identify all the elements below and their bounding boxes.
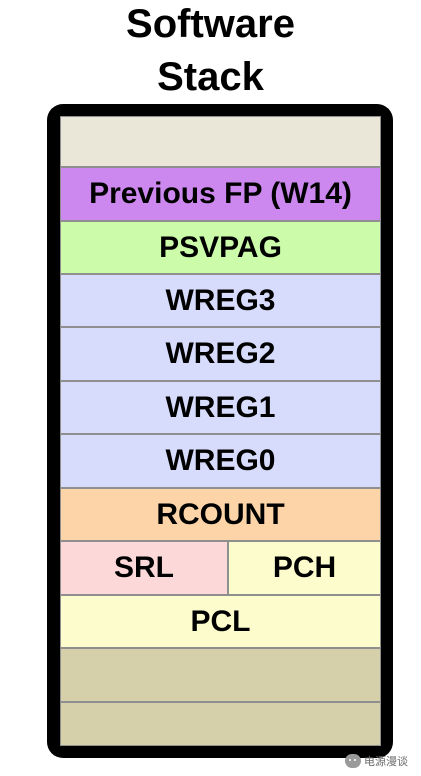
watermark: 电源漫谈 [345,752,417,770]
stack-wreg3-label: WREG3 [165,283,276,317]
stack-srl: SRL [60,541,228,595]
stack-empty-bottom-2 [60,702,381,746]
stack-pcl: PCL [60,595,381,648]
stack-pcl-label: PCL [190,604,251,638]
stack-rcount-label: RCOUNT [156,497,285,531]
stack-pch-label: PCH [272,551,337,584]
stack-previous-fp: Previous FP (W14) [60,167,381,221]
stack-wreg0: WREG0 [60,434,381,488]
stack-psvpag: PSVPAG [60,221,381,274]
stack-empty-bottom-1 [60,648,381,702]
stack-empty-top [60,116,381,167]
stack-wreg3: WREG3 [60,274,381,327]
diagram-title-line-2: Stack [157,55,264,99]
stack-wreg1-label: WREG1 [165,390,276,424]
stack-wreg2-label: WREG2 [165,337,276,370]
stack-wreg0-label: WREG0 [165,444,276,477]
stack-wreg2: WREG2 [60,327,381,381]
stack-previous-fp-label: Previous FP (W14) [89,177,352,210]
diagram-title-line-1: Software [126,2,295,46]
stack-rcount: RCOUNT [60,488,381,541]
software-stack: Previous FP (W14) PSVPAG WREG3 WREG2 WRE… [47,104,393,758]
stack-psvpag-label: PSVPAG [159,230,282,264]
stack-srl-label: SRL [114,551,174,584]
stack-wreg1: WREG1 [60,381,381,434]
wechat-icon [345,754,361,768]
stack-pch: PCH [228,541,381,595]
watermark-text: 电源漫谈 [364,756,408,768]
